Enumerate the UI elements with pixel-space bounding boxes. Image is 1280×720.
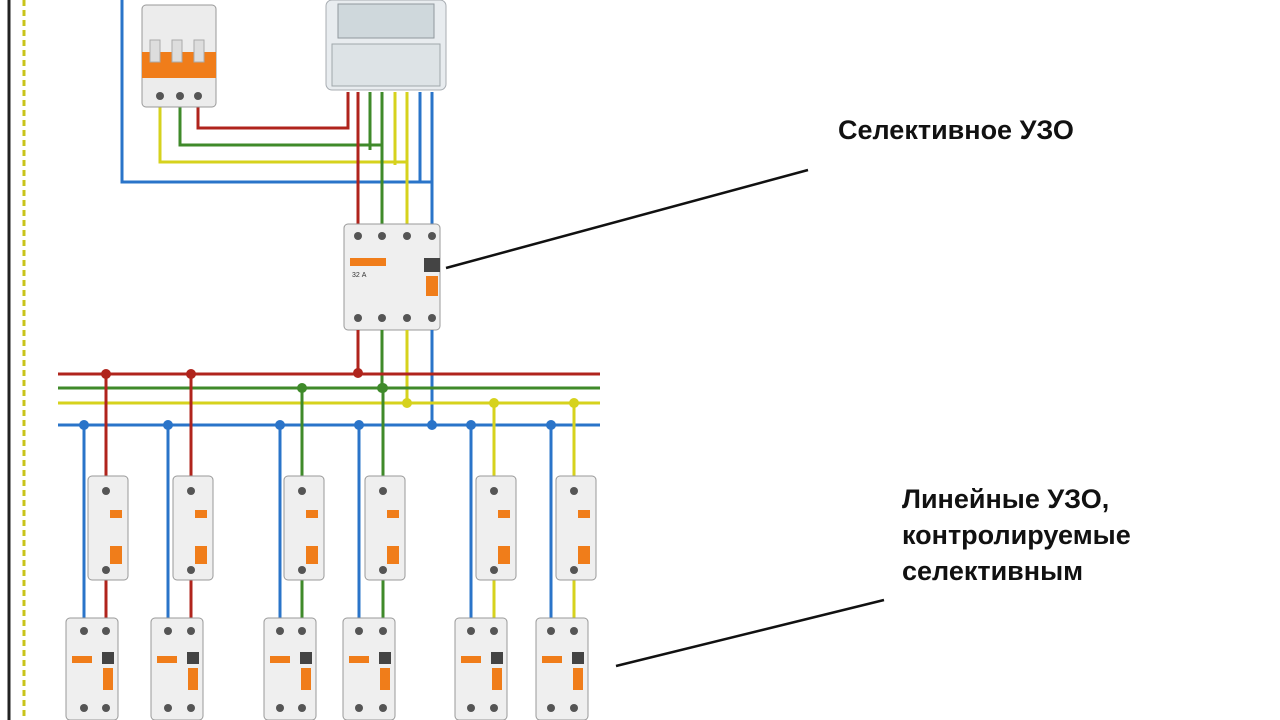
circuit-breaker [364, 475, 406, 581]
annotation-selective-rcd: Селективное УЗО [838, 115, 1074, 145]
input-breaker [141, 4, 217, 108]
circuit-breaker [87, 475, 129, 581]
branch-circuits [65, 369, 597, 720]
bus-junctions [353, 368, 437, 430]
circuit-breaker [172, 475, 214, 581]
branch-3 [263, 383, 325, 720]
annotation-linear-line-1: Линейные УЗО, [902, 484, 1110, 514]
selective-rcd-device: 32 А [343, 223, 441, 331]
pointer-linear [615, 598, 885, 668]
annotation-linear-rcd: Линейные УЗО, контролируемые селективным [902, 481, 1232, 589]
rcd-to-bus-wiring [356, 330, 434, 425]
circuit-breaker [475, 475, 517, 581]
circuit-breaker [283, 475, 325, 581]
pointer-selective [445, 168, 809, 270]
branch-4 [342, 383, 406, 720]
branch-1 [65, 369, 129, 720]
linear-rcd-device [263, 617, 317, 720]
branch-5 [454, 398, 517, 720]
input-wiring [120, 0, 434, 225]
linear-rcd-device [535, 617, 589, 720]
rcd-rating-label: 32 А [352, 272, 367, 279]
busbars [58, 372, 600, 427]
energy-meter [325, 0, 447, 91]
linear-rcd-device [342, 617, 396, 720]
circuit-breaker [555, 475, 597, 581]
branch-6 [535, 398, 597, 720]
linear-rcd-device [65, 617, 119, 720]
linear-rcd-device [454, 617, 508, 720]
branch-2 [150, 369, 214, 720]
annotation-linear-line-3: селективным [902, 556, 1084, 586]
linear-rcd-device [150, 617, 204, 720]
annotation-linear-line-2: контролируемые [902, 520, 1131, 550]
